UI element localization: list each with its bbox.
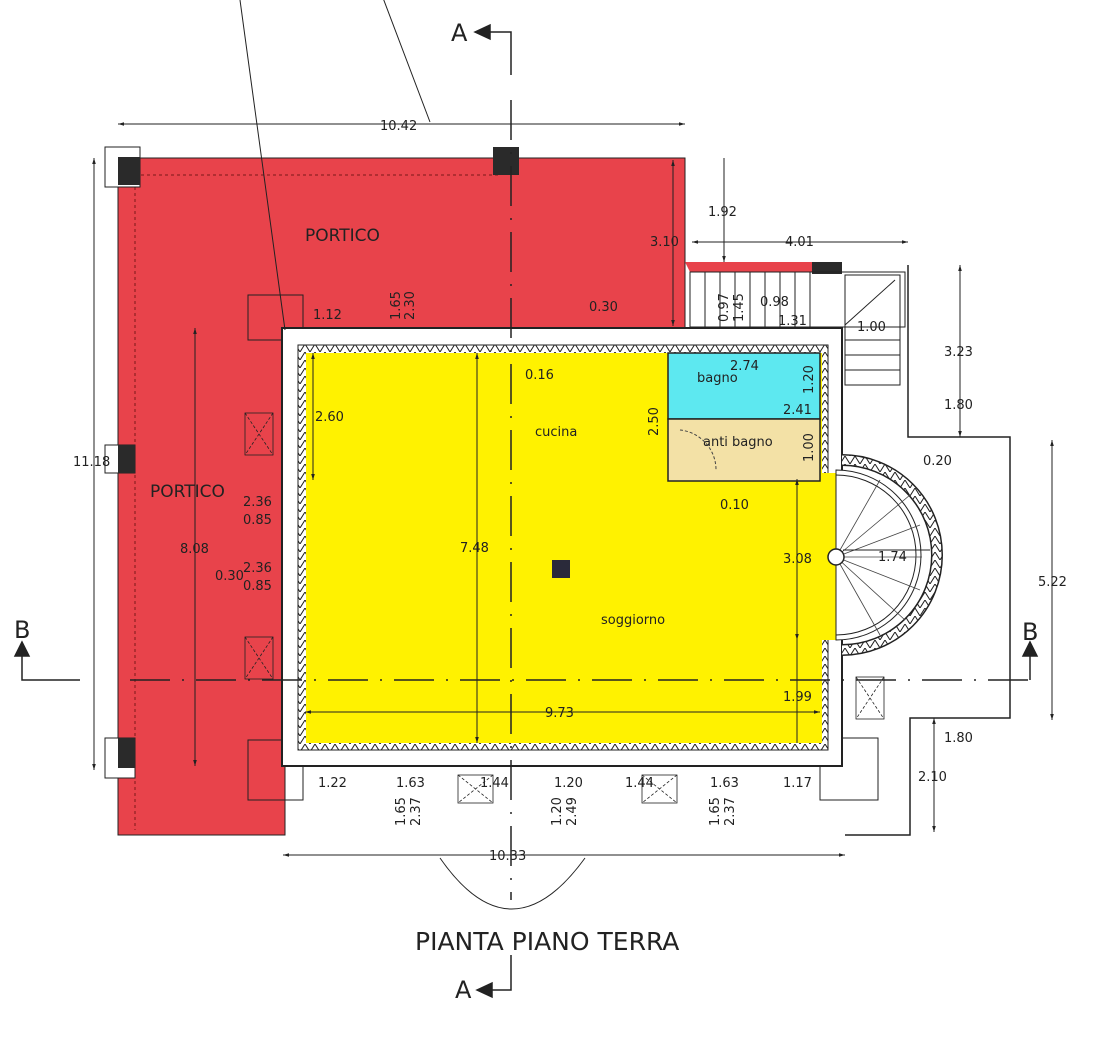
dim-stair-height: 3.23 xyxy=(944,345,973,360)
dim-pillar: 1.12 xyxy=(313,308,342,323)
dim-wall-top: 0.30 xyxy=(589,300,618,315)
dim-wall-left: 0.30 xyxy=(215,569,244,584)
dim-stair-131: 1.31 xyxy=(778,314,807,329)
room-label-soggiorno: soggiorno xyxy=(601,613,665,628)
dim-stair-098: 0.98 xyxy=(760,295,789,310)
dim-right-setback-bottom: 1.80 xyxy=(944,731,973,746)
dimension-labels: 10.42 11.18 3.10 1.92 4.01 3.23 1.80 5.2… xyxy=(73,119,1067,864)
dim-win-b1-b: 2.37 xyxy=(409,797,424,826)
dim-inner-width: 9.73 xyxy=(545,706,574,721)
dim-win-left-a2: 0.85 xyxy=(243,513,272,528)
dim-height-748: 7.48 xyxy=(460,541,489,556)
dim-right-height: 5.22 xyxy=(1038,575,1067,590)
dim-right-308: 3.08 xyxy=(783,552,812,567)
room-anti-bagno xyxy=(667,418,821,482)
dimension-lines xyxy=(92,0,1054,857)
dim-bagno-height: 1.20 xyxy=(802,365,817,394)
dim-win-top-a: 1.65 xyxy=(389,291,404,320)
dim-bagno-width: 2.74 xyxy=(730,359,759,374)
dim-win-left-b2: 0.85 xyxy=(243,579,272,594)
right-outline xyxy=(845,265,1011,836)
dim-cucina: 2.50 xyxy=(647,407,662,436)
section-marker-b-left: B xyxy=(14,616,30,644)
room-label-cucina: cucina xyxy=(535,425,577,440)
section-marker-b-right: B xyxy=(1022,618,1038,646)
dim-spiral-radius: 1.74 xyxy=(878,550,907,565)
dim-bottom-122: 1.22 xyxy=(318,776,347,791)
dim-bottom-120: 1.20 xyxy=(554,776,583,791)
dim-spiral-wall: 0.20 xyxy=(923,454,952,469)
dim-win-b2-b: 2.49 xyxy=(565,797,580,826)
plan-title: PIANTA PIANO TERRA xyxy=(415,927,679,956)
dim-stair-097: 0.97 xyxy=(717,293,732,322)
section-marker-a-top: A xyxy=(451,19,468,47)
dim-stair-offset: 1.92 xyxy=(708,205,737,220)
dim-win-left-b1: 2.36 xyxy=(243,561,272,576)
dim-bottom-163-b: 1.63 xyxy=(710,776,739,791)
dim-left-260: 2.60 xyxy=(315,410,344,425)
dim-bagno-inner: 2.41 xyxy=(783,403,812,418)
dim-bottom-144-b: 1.44 xyxy=(625,776,654,791)
dim-bottom-163-a: 1.63 xyxy=(396,776,425,791)
window-markers xyxy=(244,412,885,804)
section-marker-a-bottom: A xyxy=(455,976,472,1004)
dim-right-setback-top: 1.80 xyxy=(944,398,973,413)
dim-win-b2-a: 1.20 xyxy=(550,797,565,826)
dim-win-b1-a: 1.65 xyxy=(394,797,409,826)
room-bagno xyxy=(667,352,821,420)
column xyxy=(552,560,570,578)
dim-overall-width-bottom: 10.33 xyxy=(489,849,526,864)
pillars xyxy=(104,146,879,801)
dim-inner-height: 8.08 xyxy=(180,542,209,557)
bay-curve xyxy=(439,857,586,910)
dim-wall-010: 0.10 xyxy=(720,498,749,513)
dim-bottom-117: 1.17 xyxy=(783,776,812,791)
dim-win-b3-b: 2.37 xyxy=(723,797,738,826)
dim-antibagno: 1.00 xyxy=(802,433,817,462)
room-label-portico-top: PORTICO xyxy=(305,226,380,246)
dim-win-top-b: 2.30 xyxy=(403,291,418,320)
dim-win-left-a1: 2.36 xyxy=(243,495,272,510)
dim-portico-depth: 3.10 xyxy=(650,235,679,250)
dim-overall-width-top: 10.42 xyxy=(380,119,417,134)
room-label-bagno: bagno xyxy=(697,371,738,386)
section-axes xyxy=(13,23,1039,999)
dim-wall-inner: 0.16 xyxy=(525,368,554,383)
dim-stair-145: 1.45 xyxy=(732,293,747,322)
dim-bottom-144-a: 1.44 xyxy=(480,776,509,791)
door-swing xyxy=(679,429,717,471)
straight-stairs xyxy=(689,271,906,386)
dim-right-bottom-depth: 2.10 xyxy=(918,770,947,785)
room-label-portico-left: PORTICO xyxy=(150,482,225,502)
dim-overall-height: 11.18 xyxy=(73,455,110,470)
spiral-staircase xyxy=(827,454,943,656)
dim-stair-width: 4.01 xyxy=(785,235,814,250)
dim-win-b3-a: 1.65 xyxy=(708,797,723,826)
room-label-anti-bagno: anti bagno xyxy=(703,435,773,450)
dim-stair-100: 1.00 xyxy=(857,320,886,335)
dim-right-199: 1.99 xyxy=(783,690,812,705)
